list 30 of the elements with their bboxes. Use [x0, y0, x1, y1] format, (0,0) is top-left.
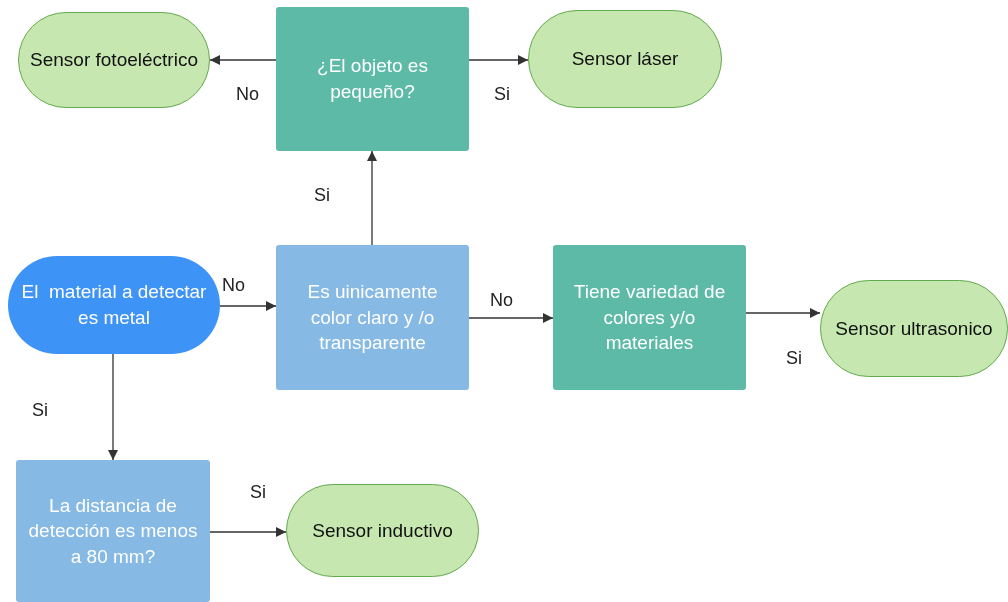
edge-label: Si: [314, 185, 330, 206]
edge-label: No: [222, 275, 245, 296]
edge-label: Si: [250, 482, 266, 503]
arrow: [745, 308, 821, 318]
node-text: Es uinicamente color claro y /o transparente: [306, 280, 439, 356]
node-text: Sensor láser: [571, 47, 679, 72]
node-text: Sensor fotoeléctrico: [30, 48, 198, 73]
arrow: [209, 55, 277, 65]
node-text: Tiene variedad de colores y/o materiales: [572, 280, 727, 356]
arrow: [468, 55, 529, 65]
edge-label: No: [236, 84, 259, 105]
arrow: [468, 313, 554, 323]
node-text: Sensor inductivo: [312, 518, 453, 543]
decision-box: [553, 245, 746, 390]
decision-box: [276, 7, 469, 151]
edge-label: Si: [32, 400, 48, 421]
terminal-node: [820, 280, 1008, 377]
edge-label: Si: [494, 84, 510, 105]
arrow: [367, 150, 377, 246]
decision-box: [276, 245, 469, 390]
node-text: El material a detectar es metal: [20, 280, 208, 330]
node-text: La distancia de detección es menos a 80 mm?: [27, 493, 199, 569]
node-text: ¿El objeto es pequeño?: [316, 54, 429, 104]
arrow: [108, 353, 118, 461]
arrow: [209, 527, 287, 537]
node-text: Sensor ultrasonico: [835, 316, 993, 341]
arrow: [219, 301, 277, 311]
edge-label: No: [490, 290, 513, 311]
decision-box: [16, 460, 210, 602]
edge-label: Si: [786, 348, 802, 369]
